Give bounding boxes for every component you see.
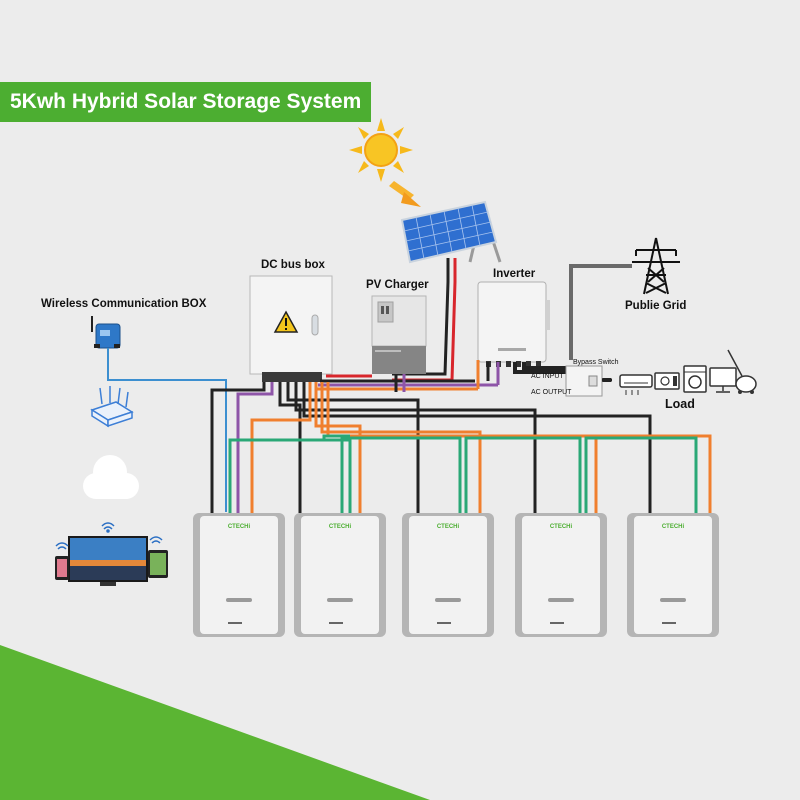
inverter-label: Inverter	[493, 268, 536, 280]
bypass-switch-unit	[565, 365, 612, 397]
pv-charger-label: PV Charger	[366, 279, 429, 291]
wireless-box-icon	[91, 316, 121, 349]
battery-brand-1: CTECHi	[228, 524, 251, 530]
inverter-unit	[477, 281, 550, 367]
pv-charger-unit	[371, 295, 427, 374]
battery-units	[193, 513, 719, 637]
cloud-icon	[83, 455, 139, 499]
transmission-tower-icon	[632, 237, 680, 295]
washing-machine-icon	[683, 365, 707, 393]
warning-icon	[273, 310, 299, 333]
grid-wire	[569, 264, 632, 360]
battery-unit-1	[193, 513, 285, 637]
battery-brand-3: CTECHi	[437, 524, 460, 530]
load-label: Load	[665, 397, 695, 411]
battery-unit-4	[515, 513, 607, 637]
dc-bus-box-unit	[249, 275, 333, 375]
dc-box-terminals	[262, 372, 322, 382]
wifi-icon-right	[149, 536, 163, 544]
dc-bus-box-label: DC bus box	[261, 259, 325, 271]
battery-unit-5	[627, 513, 719, 637]
public-grid-label: Publie Grid	[625, 300, 687, 312]
ac-output-label: AC OUTPUT	[531, 389, 572, 396]
wifi-icon	[101, 522, 115, 533]
phone-icon	[55, 556, 69, 580]
microwave-icon	[654, 372, 680, 390]
air-conditioner-icon	[619, 374, 653, 395]
battery-unit-3	[402, 513, 494, 637]
wireless-box-label: Wireless Communication BOX	[41, 298, 207, 310]
sun-icon	[349, 118, 413, 182]
battery-brand-2: CTECHi	[329, 524, 352, 530]
page-title: 5Kwh Hybrid Solar Storage System	[0, 82, 371, 122]
battery-unit-2	[294, 513, 386, 637]
bypass-switch-label: Bypass Switch	[573, 359, 619, 366]
arrow-icon	[389, 181, 421, 207]
bus-wires	[316, 360, 500, 392]
tablet-icon	[148, 550, 168, 578]
ac-input-label: AC INPUT	[531, 373, 564, 380]
green-corner-accent	[0, 645, 430, 800]
monitor-icon	[709, 367, 737, 393]
battery-brand-5: CTECHi	[662, 524, 685, 530]
comm-wire	[107, 348, 227, 512]
battery-brand-4: CTECHi	[550, 524, 573, 530]
router-icon	[90, 386, 134, 428]
battery-wires	[210, 382, 712, 513]
tv-icon	[68, 536, 148, 586]
wifi-icon-left	[55, 542, 69, 550]
solar-panel-icon	[400, 200, 502, 264]
vacuum-icon	[727, 349, 757, 394]
